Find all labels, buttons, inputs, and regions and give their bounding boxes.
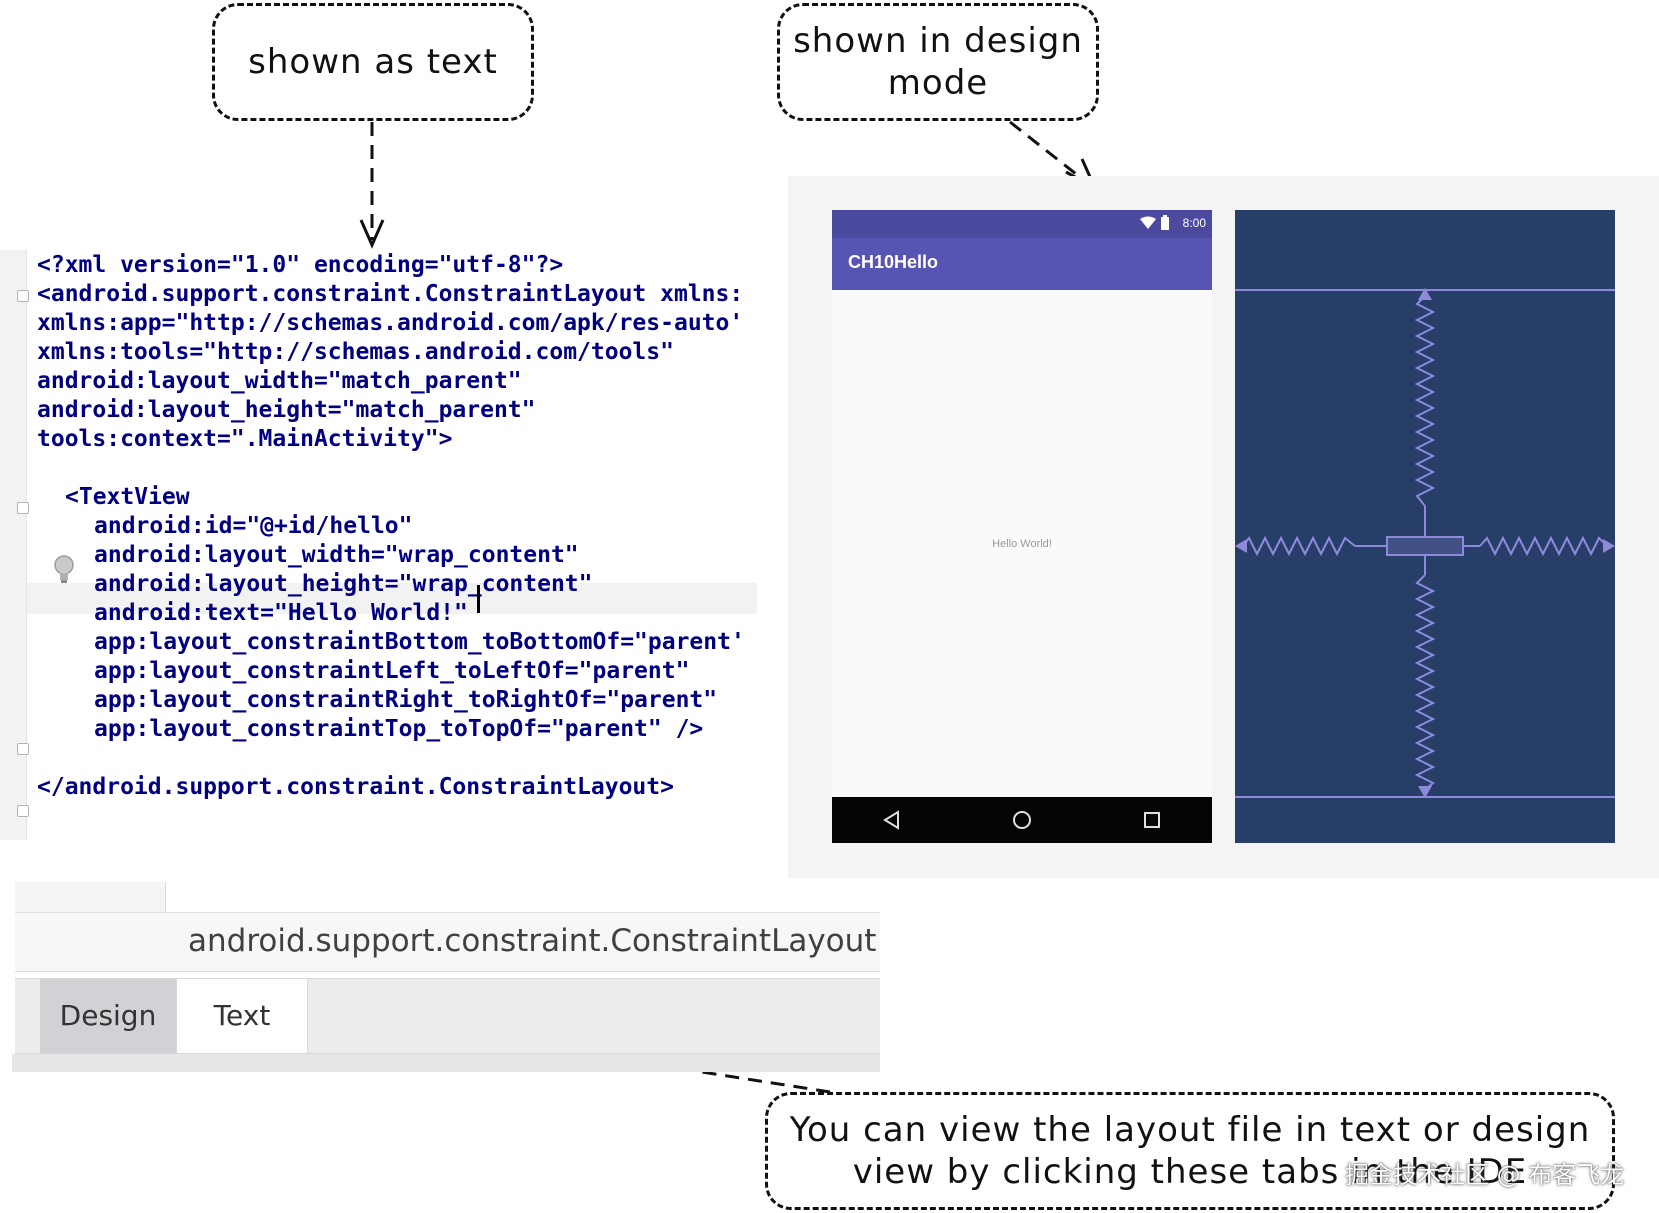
code-line[interactable]: xmlns:tools="http://schemas.android.com/… bbox=[37, 339, 674, 365]
navigation-bar bbox=[832, 797, 1212, 843]
callout-shown-in-design-mode: shown in design mode bbox=[777, 3, 1099, 121]
arrow-to-design bbox=[1009, 120, 1091, 187]
phone-preview[interactable]: 8:00 CH10Hello Hello World! bbox=[832, 210, 1212, 843]
fold-marker[interactable] bbox=[17, 502, 29, 514]
blueprint-preview[interactable] bbox=[1235, 210, 1615, 843]
code-line[interactable]: tools:context=".MainActivity"> bbox=[37, 426, 453, 452]
panel-strip bbox=[15, 882, 166, 912]
code-line[interactable]: <android.support.constraint.ConstraintLa… bbox=[37, 281, 744, 307]
code-line[interactable]: android:id="@+id/hello" bbox=[94, 513, 413, 539]
watermark: 掘金技术社区 @ 布客飞龙 bbox=[1345, 1161, 1625, 1189]
editor-tabs-panel: android.support.constraint.ConstraintLay… bbox=[12, 882, 880, 1072]
app-title: CH10Hello bbox=[848, 252, 939, 272]
code-line[interactable]: android:layout_height="match_parent" bbox=[37, 397, 536, 423]
recents-icon[interactable] bbox=[1140, 808, 1164, 832]
callout-tabs-explanation: You can view the layout file in text or … bbox=[765, 1092, 1615, 1210]
constraint-spring-left bbox=[1242, 535, 1356, 557]
code-line[interactable]: app:layout_constraintLeft_toLeftOf="pare… bbox=[94, 658, 690, 684]
status-bar: 8:00 bbox=[832, 210, 1212, 238]
component-breadcrumb[interactable]: android.support.constraint.ConstraintLay… bbox=[15, 912, 880, 972]
code-line[interactable]: </android.support.constraint.ConstraintL… bbox=[37, 774, 674, 800]
constraint-spring-right bbox=[1479, 535, 1608, 557]
code-line[interactable]: app:layout_constraintTop_toTopOf="parent… bbox=[94, 716, 704, 742]
callout-text-line-2: mode bbox=[887, 63, 989, 103]
blueprint-constraints bbox=[1235, 288, 1615, 798]
callout-shown-as-text: shown as text bbox=[212, 3, 534, 121]
code-line[interactable]: android:layout_height="wrap_content" bbox=[94, 571, 593, 597]
lightbulb-icon[interactable] bbox=[53, 555, 75, 585]
code-line[interactable]: android:layout_width="wrap_content" bbox=[94, 542, 579, 568]
code-line[interactable]: <TextView bbox=[65, 484, 190, 510]
arrow-head bbox=[359, 219, 385, 249]
tab-text[interactable]: Text bbox=[176, 979, 308, 1053]
wifi-battery-icon bbox=[1140, 215, 1169, 230]
current-line-highlight bbox=[27, 583, 757, 614]
code-line[interactable]: xmlns:app="http://schemas.android.com/ap… bbox=[37, 310, 744, 336]
status-time: 8:00 bbox=[1182, 216, 1206, 230]
breadcrumb-text: android.support.constraint.ConstraintLay… bbox=[188, 923, 877, 959]
callout-text-line-1: You can view the layout file in text or … bbox=[789, 1110, 1591, 1150]
code-line[interactable]: android:text="Hello World!" bbox=[94, 600, 468, 626]
text-caret bbox=[477, 585, 480, 613]
panel-bottom-strip bbox=[12, 1054, 880, 1072]
hello-world-textview[interactable]: Hello World! bbox=[992, 538, 1052, 550]
code-line[interactable]: <?xml version="1.0" encoding="utf-8"?> bbox=[37, 252, 564, 278]
constraint-spring-bottom bbox=[1414, 574, 1436, 791]
back-icon[interactable] bbox=[880, 808, 904, 832]
fold-marker[interactable] bbox=[17, 743, 29, 755]
fold-marker[interactable] bbox=[17, 805, 29, 817]
home-icon[interactable] bbox=[1010, 808, 1034, 832]
code-line[interactable]: app:layout_constraintRight_toRightOf="pa… bbox=[94, 687, 718, 713]
blueprint-textview-fill bbox=[1388, 538, 1462, 554]
code-line[interactable]: app:layout_constraintBottom_toBottomOf="… bbox=[94, 629, 745, 655]
code-line[interactable]: android:layout_width="match_parent" bbox=[37, 368, 522, 394]
constraint-arrow-right bbox=[1603, 539, 1615, 553]
callout-text-line-2: view by clicking these tabs in the IDE bbox=[852, 1152, 1528, 1192]
callout-text-line-1: shown in design bbox=[793, 21, 1083, 61]
fold-marker[interactable] bbox=[17, 290, 29, 302]
view-tab-bar: Design Text bbox=[15, 978, 880, 1054]
app-bar: CH10Hello bbox=[832, 238, 1212, 290]
callout-text: shown as text bbox=[248, 42, 498, 82]
constraint-arrow-bottom bbox=[1418, 786, 1432, 798]
editor-gutter bbox=[0, 250, 27, 840]
xml-text-editor[interactable]: <?xml version="1.0" encoding="utf-8"?> <… bbox=[0, 250, 760, 840]
constraint-arrow-top bbox=[1418, 288, 1432, 300]
constraint-spring-top bbox=[1414, 295, 1436, 507]
constraint-arrow-left bbox=[1235, 539, 1247, 553]
tab-design[interactable]: Design bbox=[40, 979, 176, 1053]
